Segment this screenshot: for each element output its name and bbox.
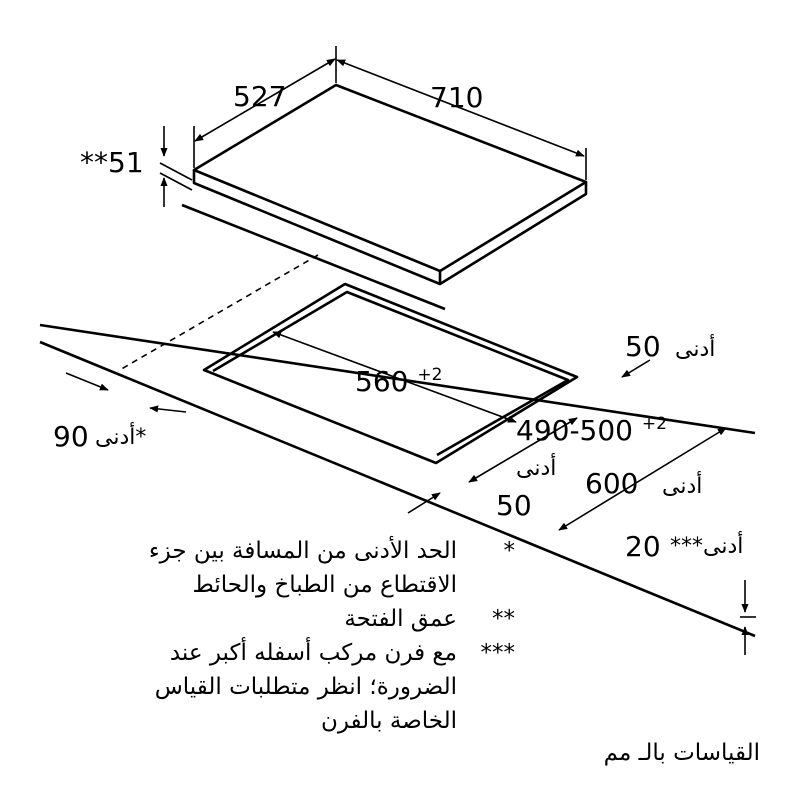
side-clearance-dimension (65, 372, 187, 413)
worktop-thickness-dimension (740, 580, 756, 655)
cutout-depth-number: 490-500 (516, 414, 633, 447)
worktop-hidden-edge (117, 254, 319, 372)
hob-depth-value: 527 (233, 80, 286, 113)
note-2-marker: ** (492, 606, 515, 632)
cutout-width-number: 560 (355, 365, 408, 398)
note-3-text-2: الضرورة؛ انظر متطلبات القياس (154, 674, 457, 700)
rear-clearance-leader (621, 359, 651, 378)
hob-width-value: 710 (430, 81, 483, 114)
side-clearance-label: أدنى* (95, 422, 146, 450)
note-3-line-2: الضرورة؛ انظر متطلبات القياس (57, 670, 457, 704)
note-1-marker: * (503, 538, 516, 564)
cutout-depth-value: 490-500 +2 (516, 414, 667, 447)
front-clearance-label: أدنى (516, 453, 556, 481)
note-1-text-1: الحد الأدنى من المسافة بين جزء (148, 538, 457, 564)
note-3-line-1: *** مع فرن مركب أسفله أكبر عند (57, 636, 515, 670)
front-clearance-leader (407, 492, 441, 514)
hob-height-dimension (159, 126, 193, 207)
note-3-text-1: مع فرن مركب أسفله أكبر عند (169, 640, 457, 666)
notes-block: * الحد الأدنى من المسافة بين جزء الاقتطا… (57, 534, 515, 738)
hob-width-dimension (336, 59, 587, 180)
hob-height-value: **51 (80, 146, 144, 179)
hob-depth-dimension (193, 46, 337, 168)
note-1-line-1: * الحد الأدنى من المسافة بين جزء (57, 534, 515, 568)
hob-outline (192, 83, 588, 286)
cutout-width-value: 560 +2 (355, 365, 442, 398)
note-1-line-2: الاقتطاع من الطباخ والحائط (57, 568, 457, 602)
rear-clearance-value: 50 (625, 330, 661, 363)
note-2-line-1: ** عمق الفتحة (57, 602, 515, 636)
rear-clearance-label: أدنى (675, 334, 715, 362)
cutout-width-tolerance: +2 (417, 365, 442, 385)
worktop-depth-label: أدنى (662, 471, 702, 499)
cutout-width-dimension (272, 331, 517, 423)
worktop-thickness-label: ***أدنى (670, 531, 743, 559)
note-1-text-2: الاقتطاع من الطباخ والحائط (192, 572, 457, 598)
side-clearance-value: 90 (53, 420, 89, 453)
worktop-thickness-value: 20 (625, 530, 661, 563)
front-clearance-value: 50 (496, 489, 532, 522)
worktop-depth-dimension (558, 427, 727, 531)
note-3-text-3: الخاصة بالفرن (320, 708, 457, 734)
note-3-line-3: الخاصة بالفرن (57, 704, 457, 738)
units-note: القياسات بالـ مم (603, 740, 760, 766)
worktop-depth-value: 600 (585, 467, 638, 500)
note-2-text-1: عمق الفتحة (344, 606, 457, 632)
cutout-depth-tolerance: +2 (642, 414, 667, 434)
note-3-marker: *** (480, 640, 516, 666)
